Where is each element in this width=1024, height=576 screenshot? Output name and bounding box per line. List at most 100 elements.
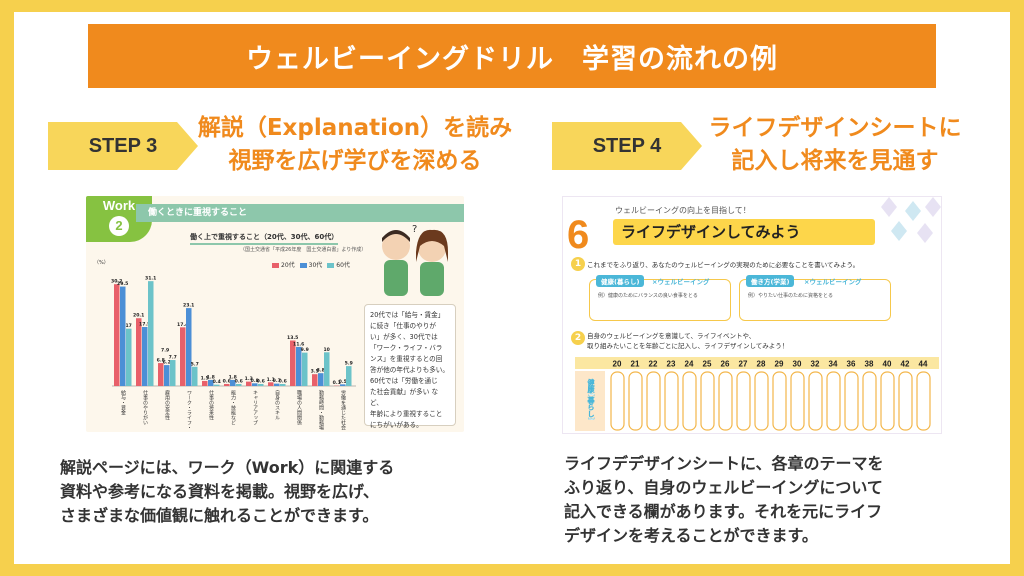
health-tag-suffix: ×ウェルビーイング	[652, 278, 710, 286]
bar	[202, 380, 208, 386]
timeline-cell	[808, 371, 823, 431]
work-style-example: 例）やりたい仕事のために資格をとる	[748, 293, 834, 299]
bar-value-label: 0.8	[251, 378, 259, 384]
life-sheet-subtitle: ウェルビーイングの向上を目指して！	[615, 206, 751, 215]
timeline-cell	[718, 371, 733, 431]
category-label: 仕事の将来性	[208, 389, 214, 421]
row-label: 健康(暮らし)	[587, 378, 596, 420]
chart-title: 働く上で重視すること（20代、30代、60代）	[190, 232, 339, 245]
page-title: ウェルビーイングドリル 学習の流れの例	[88, 24, 936, 88]
bar	[258, 383, 264, 386]
bar-value-label: 13.5	[287, 335, 298, 341]
age-label: 25	[703, 360, 712, 369]
bar	[148, 281, 154, 386]
timeline-cell	[826, 371, 841, 431]
category-label: ワーク・ライフ・バランス	[186, 390, 192, 430]
bar-chart: （%）30.229.517給与・賃金20.117.531.1仕事のやりがい6.8…	[94, 260, 356, 430]
characters-illustration: ?	[382, 224, 448, 296]
bar	[186, 308, 192, 386]
work-badge-label: Work	[102, 198, 136, 213]
step4-desc-line: ライフデデザインシートに、各章のテーマを	[564, 454, 884, 473]
timeline-cell	[790, 371, 805, 431]
legend-label-60: 60代	[336, 262, 350, 269]
timeline-cell	[700, 371, 715, 431]
timeline-cell	[754, 371, 769, 431]
callout-line: 年齢により重視すること	[370, 410, 443, 418]
timeline-cell	[880, 371, 895, 431]
legend-20: 20代	[272, 260, 295, 269]
step3-desc-line: 解説ページには、ワーク（Work）に関連する	[60, 458, 395, 477]
category-label: 仕事のやりがい	[142, 389, 148, 425]
bar-value-label: 5.7	[191, 361, 199, 367]
bar-value-label: 0.4	[213, 379, 221, 385]
age-label: 36	[847, 360, 856, 369]
bar-value-label: 0.7	[273, 378, 281, 384]
callout-line: ンス」を重視するとの回	[370, 355, 443, 363]
step4-heading: ライフデザインシートに 記入し将来を見通す	[690, 112, 980, 178]
bar	[346, 366, 352, 386]
bar	[170, 360, 176, 386]
step3-desc-line: さまざまな価値観に触れることができます。	[60, 506, 379, 525]
work-style-tag-suffix: ×ウェルビーイング	[804, 278, 862, 286]
bar	[268, 382, 274, 386]
legend-60: 60代	[327, 260, 350, 269]
bar-value-label: 0.1	[333, 380, 341, 386]
step3-description: 解説ページには、ワーク（Work）に関連する 資料や参考になる資料を掲載。視野を…	[60, 456, 480, 528]
bar	[340, 384, 346, 386]
svg-text:?: ?	[412, 224, 417, 235]
age-label: 27	[739, 360, 748, 369]
timeline-cell	[664, 371, 679, 431]
work-sheet-band: 働くときに重視すること	[136, 204, 464, 222]
category-label: 勤務時間・勤務場所	[318, 389, 324, 430]
category-label: 給与・賃金	[120, 389, 126, 415]
question-1-text: これまでをふり返り、あなたのウェルビーイングの実現のために必要なことを書いてみよ…	[587, 261, 860, 269]
bar-value-label: 11.6	[293, 341, 304, 347]
bar	[312, 374, 318, 386]
bar	[164, 365, 170, 386]
life-sheet-title: ライフデザインしてみよう	[613, 219, 875, 245]
bar-value-label: 0.6	[235, 378, 243, 384]
step3-desc-line: 資料や参考になる資料を掲載。視野を広げ、	[60, 482, 379, 501]
callout-line: 60代では「労働を通じ	[370, 377, 438, 385]
age-label: 28	[757, 360, 766, 369]
bar-value-label: 1.8	[207, 374, 215, 380]
step3-heading: 解説（Explanation）を読み 視野を広げ学びを深める	[190, 112, 520, 178]
legend-swatch-60	[327, 263, 335, 268]
timeline-header	[575, 357, 939, 369]
callout-line: 「ワーク・ライフ・バラ	[370, 344, 443, 352]
bar	[246, 381, 252, 386]
bar-value-label: 5.9	[345, 361, 353, 367]
step3-heading-line2: 視野を広げ学びを深める	[228, 148, 482, 174]
bar-value-label: 9.9	[301, 347, 309, 353]
bar-value-label: 7.7	[169, 355, 177, 361]
health-example: 例）健康のためにバランスの良い食事をとる	[598, 293, 698, 299]
work-style-box: 働き方(学業) ×ウェルビーイング 例）やりたい仕事のために資格をとる	[739, 275, 891, 321]
bar	[142, 327, 148, 386]
step4-desc-line: ふり返り、自身のウェルビーイングについて	[564, 478, 883, 497]
bar-value-label: 7.9	[161, 347, 169, 353]
chapter-number: 6	[567, 213, 590, 257]
bar	[274, 383, 280, 386]
step4-desc-line: デザインを考えることができます。	[564, 526, 818, 545]
legend-30: 30代	[299, 260, 323, 269]
bar	[302, 352, 308, 386]
work-sheet-image: Work 2 働くときに重視すること 働く上で重視すること（20代、30代、60…	[86, 196, 464, 432]
bar-value-label: 1.5	[201, 375, 209, 381]
callout-line: い」が多く、30代では	[370, 333, 438, 341]
bar-value-label: 0.5	[339, 379, 347, 385]
age-label: 26	[721, 360, 730, 369]
callout-line: た社会貢献」が多い など、	[370, 388, 439, 407]
bar	[280, 383, 286, 386]
question-1-number: 1	[571, 257, 585, 271]
life-design-sheet-image: 6 ウェルビーイングの向上を目指して！ ライフデザインしてみよう 1 これまでを…	[562, 196, 942, 434]
question-2-number: 2	[571, 331, 585, 345]
legend-label-30: 30代	[308, 262, 323, 269]
bar	[318, 373, 324, 386]
timeline-cell	[862, 371, 877, 431]
callout-line: にちがいがある。	[370, 421, 423, 429]
question-2-line1: 自身のウェルビーイングを意識して、ライフイベントや、	[587, 332, 756, 340]
age-label: 29	[775, 360, 784, 369]
step3-label: STEP 3	[48, 122, 198, 170]
age-label: 32	[811, 360, 820, 369]
